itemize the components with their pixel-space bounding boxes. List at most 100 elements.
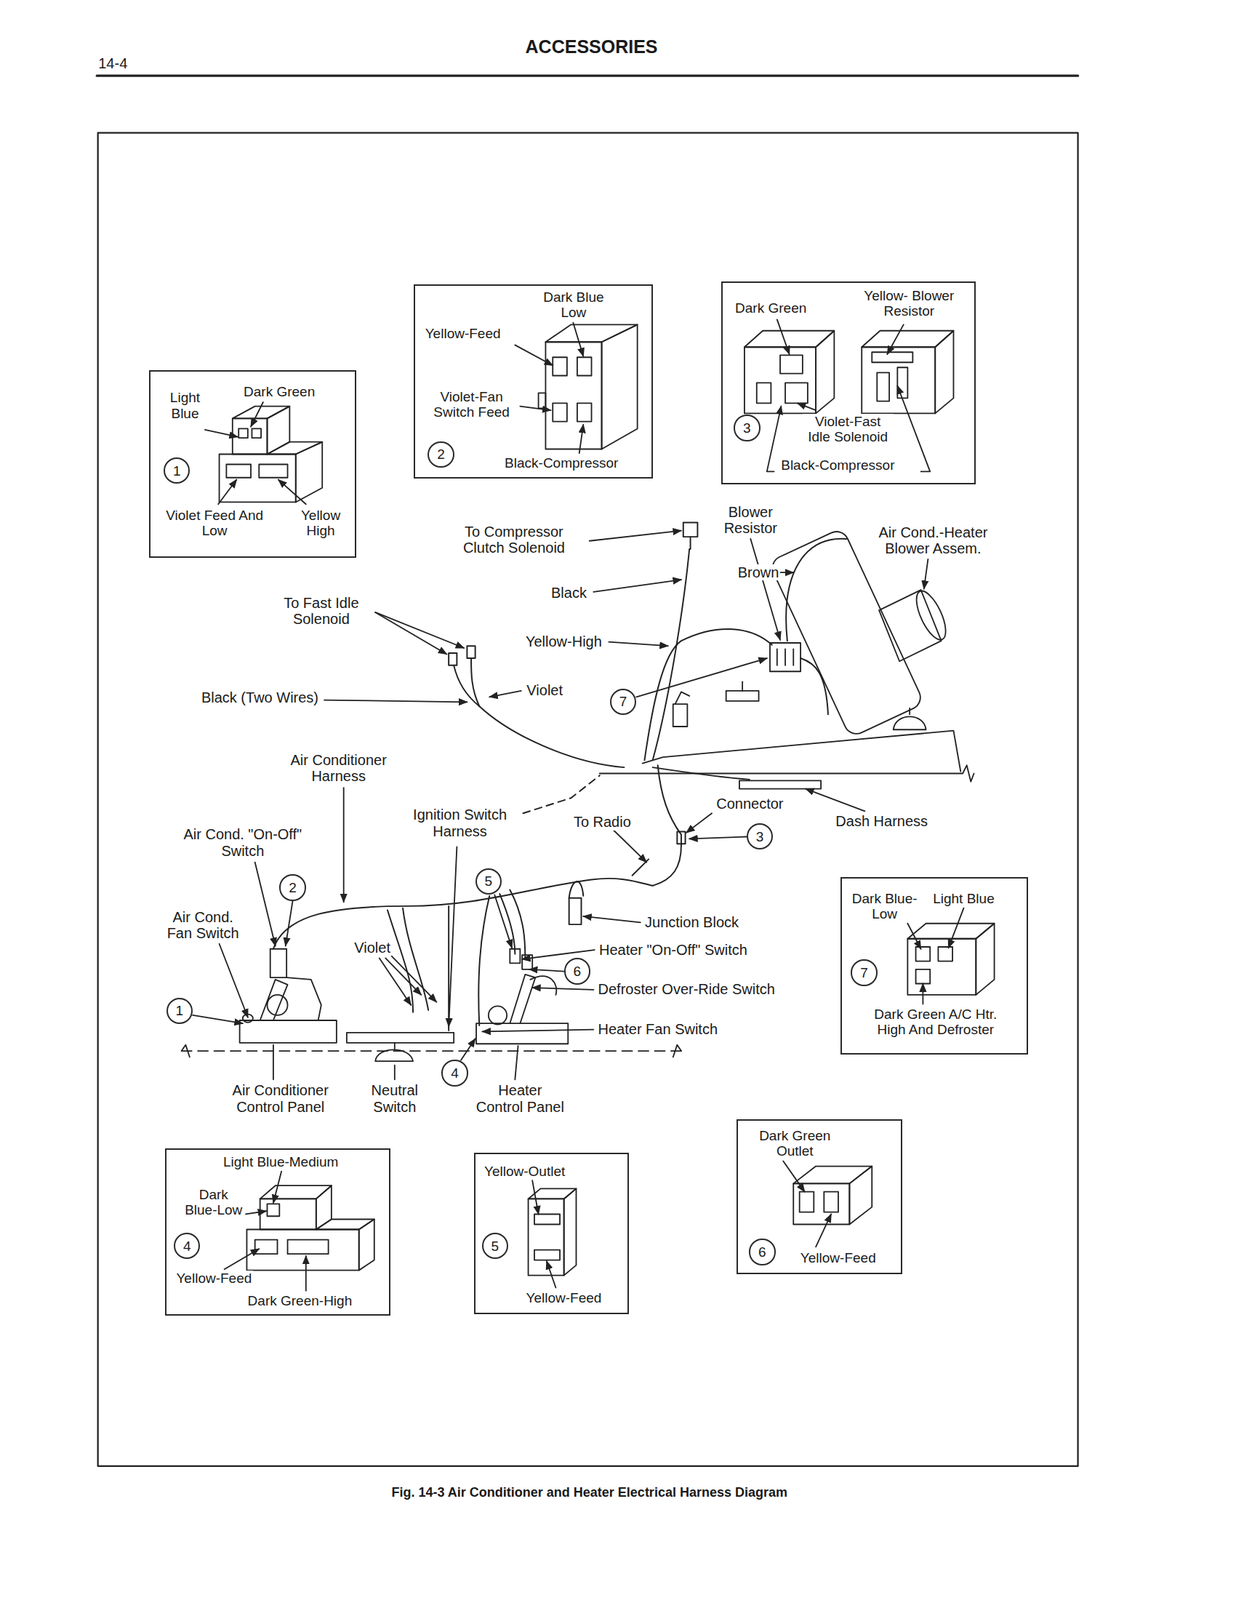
part-label: To Fast Idle Solenoid bbox=[274, 594, 369, 628]
pin-label: Dark Green A/C Htr. High And Defroster bbox=[860, 1006, 1010, 1038]
text-holder: Violet bbox=[524, 681, 565, 698]
part-label: Junction Block bbox=[643, 913, 741, 930]
text-holder: Ignition Switch Harness bbox=[402, 806, 519, 840]
text-holder: Neutral Switch bbox=[358, 1081, 432, 1115]
connector-sketch bbox=[538, 324, 638, 449]
callout-circle: 6 bbox=[564, 957, 591, 984]
connector-sketch bbox=[528, 1188, 577, 1275]
text-holder: Air Cond. Fan Switch bbox=[161, 908, 246, 942]
connector-inset: Light Blue-MediumDark Blue-LowYellow-Fee… bbox=[165, 1148, 391, 1316]
text-holder: Fig. 14-3 Air Conditioner and Heater Ele… bbox=[389, 1484, 789, 1500]
text-holder: Light Blue bbox=[931, 890, 997, 906]
text-holder: 14-4 bbox=[96, 55, 129, 72]
callout-circle: 7 bbox=[850, 958, 877, 986]
callout-circle: 1 bbox=[163, 457, 190, 484]
text-holder: Dark Green A/C Htr. High And Defroster bbox=[860, 1006, 1010, 1038]
pin-label: Dark Blue-Low bbox=[182, 1186, 245, 1218]
part-label: Violet bbox=[524, 681, 565, 698]
blower-assembly bbox=[768, 527, 952, 738]
part-label: Connector bbox=[714, 795, 785, 812]
part-label: Yellow-High bbox=[524, 633, 604, 650]
callout-number: 7 bbox=[858, 964, 870, 981]
wiring-harness bbox=[273, 522, 847, 1031]
text-holder: Dark Blue Low bbox=[538, 289, 608, 321]
connector-inset: Dark Green OutletYellow-Feed6 bbox=[736, 1118, 904, 1274]
callout-number: 3 bbox=[754, 828, 766, 845]
callout-circle: 5 bbox=[482, 1232, 509, 1259]
page-frame bbox=[98, 133, 1079, 1466]
pin-label: Violet-Fast Idle Solenoid bbox=[802, 413, 894, 445]
part-label: Neutral Switch bbox=[358, 1081, 432, 1115]
pin-label: Black-Compressor bbox=[779, 457, 896, 473]
part-label: Heater Control Panel bbox=[471, 1081, 568, 1115]
pin-label: Dark Green bbox=[733, 300, 808, 316]
callout-number: 1 bbox=[174, 1002, 186, 1018]
pin-label: Dark Green-High bbox=[246, 1292, 355, 1308]
text-holder: ACCESSORIES bbox=[524, 36, 660, 57]
text-holder: Heater "On-Off" Switch bbox=[597, 941, 749, 958]
pin-label: Violet-Fan Switch Feed bbox=[426, 388, 517, 421]
text-holder: Black-Compressor bbox=[779, 457, 896, 473]
part-label: Black (Two Wires) bbox=[199, 689, 320, 706]
callout-circle: 3 bbox=[746, 823, 773, 850]
callout-circle: 5 bbox=[475, 868, 502, 895]
part-label: Air Conditioner Harness bbox=[278, 751, 399, 785]
text-holder: Air Cond. "On-Off" Switch bbox=[171, 825, 314, 859]
text-holder: Black (Two Wires) bbox=[199, 689, 320, 706]
part-label: Ignition Switch Harness bbox=[402, 806, 519, 840]
text-holder: Blower Resistor bbox=[710, 503, 791, 537]
connector-sketch bbox=[793, 1166, 872, 1225]
text-holder: Light Blue bbox=[162, 389, 208, 421]
header-rule bbox=[96, 74, 1078, 78]
callout-circle: 2 bbox=[279, 873, 306, 901]
connector-sketch bbox=[219, 406, 323, 503]
callout-number: 2 bbox=[287, 879, 299, 896]
text-holder: Black bbox=[549, 584, 589, 601]
pin-label: Dark Blue Low bbox=[538, 289, 608, 321]
text-holder: Brown bbox=[736, 564, 781, 581]
part-label: Brown bbox=[736, 564, 781, 581]
callout-number: 5 bbox=[490, 1238, 501, 1254]
page-title: ACCESSORIES bbox=[524, 36, 660, 57]
pin-label: Black-Compressor bbox=[503, 455, 620, 471]
part-label: Black bbox=[549, 584, 589, 601]
connector-inset: Dark Blue-LowLight BlueDark Green A/C Ht… bbox=[840, 876, 1029, 1055]
pin-label: Dark Green bbox=[242, 383, 317, 400]
part-label: Violet bbox=[352, 939, 392, 956]
text-holder: Connector bbox=[714, 795, 785, 812]
callout-number: 1 bbox=[171, 463, 183, 479]
connector-inset: Dark Blue LowYellow-FeedViolet-Fan Switc… bbox=[413, 284, 653, 479]
connector-inset: Dark Green Yellow- Blower ResistorViolet-… bbox=[721, 281, 977, 485]
part-label: To Compressor Clutch Solenoid bbox=[450, 523, 578, 557]
pin-label: Yellow-Feed bbox=[799, 1249, 878, 1266]
pin-label: Yellow-Outlet bbox=[482, 1163, 567, 1179]
pin-label: Light Blue bbox=[162, 389, 208, 421]
control-panels bbox=[181, 948, 682, 1061]
text-holder: Violet Feed And Low bbox=[159, 507, 270, 539]
text-holder: Yellow High bbox=[294, 507, 347, 539]
part-label: Air Cond.-Heater Blower Assem. bbox=[863, 524, 1002, 557]
pin-label: Yellow-Feed bbox=[524, 1289, 604, 1306]
callout-number: 2 bbox=[435, 446, 447, 462]
connector-sketch bbox=[907, 923, 994, 995]
part-label: Heater "On-Off" Switch bbox=[597, 941, 749, 958]
text-holder: Violet-Fast Idle Solenoid bbox=[802, 413, 894, 445]
callout-number: 3 bbox=[741, 420, 753, 436]
text-holder: Defroster Over-Ride Switch bbox=[596, 980, 777, 997]
pin-label: Yellow High bbox=[294, 507, 347, 539]
text-holder: Black-Compressor bbox=[503, 455, 620, 471]
pin-label: Dark Green Outlet bbox=[754, 1127, 835, 1159]
callout-circle: 1 bbox=[166, 997, 193, 1024]
part-label: To Radio bbox=[572, 813, 633, 830]
callout-circle: 4 bbox=[441, 1059, 468, 1086]
text-holder: Yellow-Feed bbox=[174, 1270, 254, 1286]
pin-label: Yellow- Blower Resistor bbox=[850, 287, 967, 320]
text-holder: To Fast Idle Solenoid bbox=[274, 594, 369, 628]
text-holder: Dash Harness bbox=[833, 812, 930, 829]
text-holder: Light Blue-Medium bbox=[221, 1153, 340, 1170]
leader-lines bbox=[192, 530, 928, 1080]
pin-label: Light Blue bbox=[931, 890, 997, 906]
pin-label: Violet Feed And Low bbox=[159, 507, 270, 539]
callout-circle: 3 bbox=[733, 414, 760, 441]
